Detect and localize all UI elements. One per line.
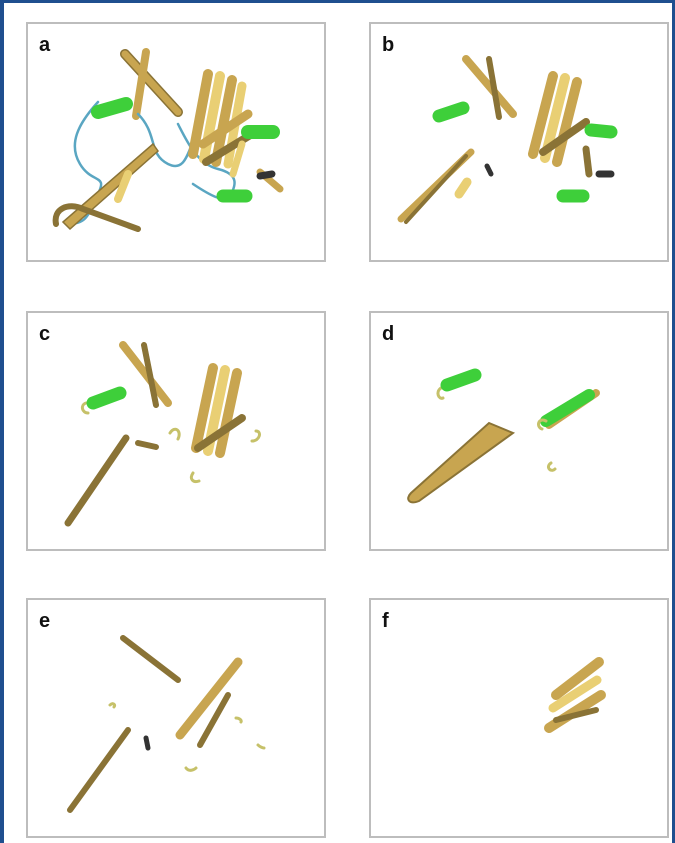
helix-a1 [98, 104, 126, 112]
strand-e1 [123, 638, 178, 680]
helix-b2 [591, 130, 611, 132]
panel-c: c [26, 311, 326, 551]
helix-d1 [447, 375, 475, 385]
sheet-c [196, 368, 242, 453]
fragment-d2 [548, 463, 555, 470]
panel-a: a [26, 22, 326, 262]
fragment-c1 [170, 429, 179, 439]
strand-e-dark [146, 738, 148, 748]
helix-b1 [439, 108, 463, 116]
panel-a-structure [28, 24, 324, 260]
helix-c1 [93, 393, 120, 403]
strand-a-dark [260, 174, 272, 176]
panel-d-structure [371, 313, 667, 549]
strand-c4 [138, 443, 156, 447]
strand-e2 [70, 730, 128, 810]
fragment-c2 [252, 431, 259, 441]
panel-e: e [26, 598, 326, 838]
strand-b-dark1 [487, 166, 491, 174]
strand-b6 [586, 149, 589, 174]
fragment-e4 [258, 745, 264, 748]
fragment-c3 [191, 473, 199, 482]
strand-c3 [68, 438, 126, 523]
panel-b: b [369, 22, 669, 262]
panel-d: d [369, 311, 669, 551]
fragment-d3 [438, 388, 443, 398]
hairpin-d [408, 423, 513, 502]
panel-f: f [369, 598, 669, 838]
panel-b-structure [371, 24, 667, 260]
panel-c-structure [28, 313, 324, 549]
panel-e-structure [28, 600, 324, 836]
fragment-e2 [236, 718, 241, 722]
panel-f-structure [371, 600, 667, 836]
fragment-e3 [186, 768, 196, 770]
strand-b5 [459, 182, 467, 194]
fragment-e1 [110, 704, 115, 707]
sheet-b [533, 76, 586, 162]
